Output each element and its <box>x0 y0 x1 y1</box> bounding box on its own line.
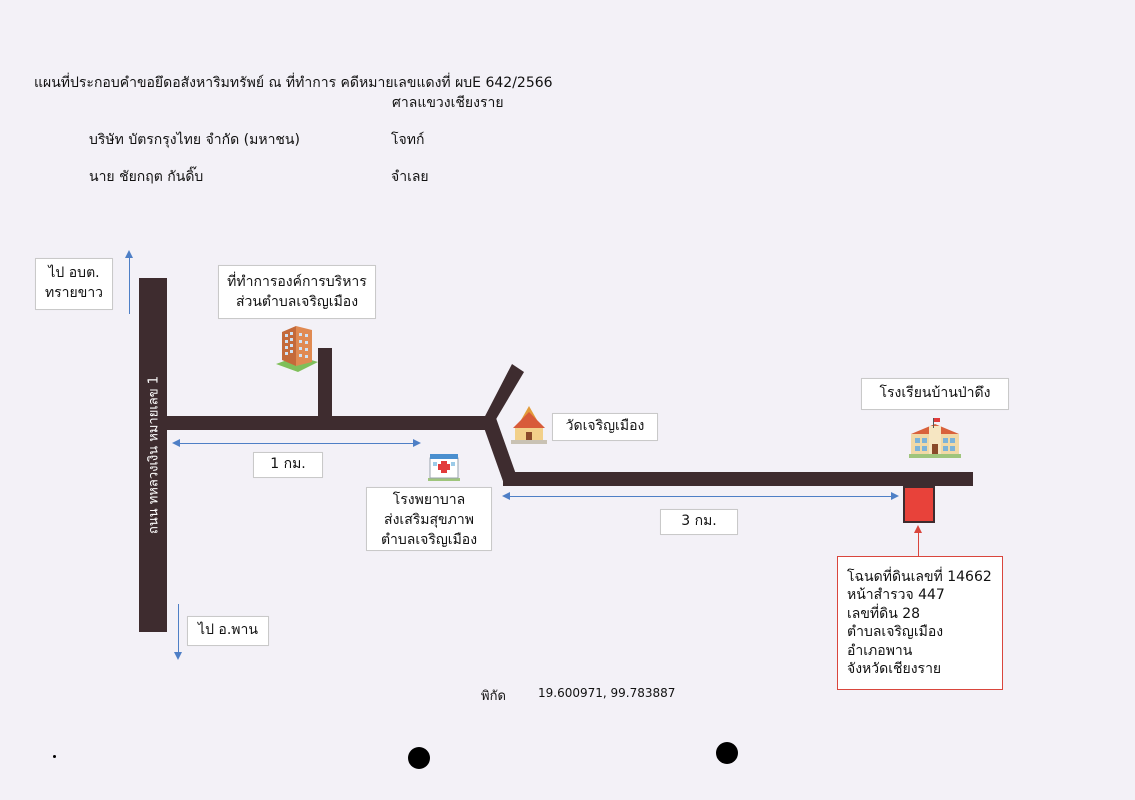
road-name-label: ถนน ทหลวงเงิน หมายเลข 1 <box>142 375 164 535</box>
office-building-icon <box>276 326 318 372</box>
defendant-role: จำเลย <box>391 169 429 185</box>
property-pointer-head <box>914 525 922 533</box>
property-pointer-line <box>918 532 919 556</box>
road-to-junction <box>167 416 480 430</box>
property-marker <box>903 486 935 523</box>
punch-hole-right <box>716 742 738 764</box>
coordinate-label: พิกัด <box>481 689 506 704</box>
road-fork <box>468 364 524 484</box>
temple-label: วัดเจริญเมือง <box>552 413 658 441</box>
defendant-name: นาย ชัยกฤต กันดิ๊บ <box>89 169 204 185</box>
distance-1-right-head <box>413 439 421 447</box>
coordinate-value: 19.600971, 99.783887 <box>538 686 676 700</box>
south-arrowhead <box>174 652 182 660</box>
scan-speck <box>53 755 56 758</box>
court-name: ศาลแขวงเชียงราย <box>392 95 504 111</box>
sao-office-label: ที่ทำการองค์การบริหาร ส่วนตำบลเจริญเมือง <box>218 265 376 319</box>
distance-1-label: 1 กม. <box>253 452 323 478</box>
property-info-box: โฉนดที่ดินเลขที่ 14662 หน้าสำรวจ 447 เลข… <box>837 556 1003 690</box>
south-destination-label: ไป อ.พาน <box>187 616 269 646</box>
school-icon <box>909 418 961 458</box>
school-label: โรงเรียนบ้านป่าดึง <box>861 378 1009 410</box>
punch-hole-left <box>408 747 430 769</box>
distance-2-left-head <box>502 492 510 500</box>
distance-2-line <box>508 496 892 497</box>
south-arrow-line <box>178 604 179 654</box>
plaintiff-role: โจทก์ <box>391 132 425 148</box>
north-arrowhead <box>125 250 133 258</box>
north-destination-label: ไป อบต. ทรายขาว <box>35 258 113 310</box>
plaintiff-name: บริษัท บัตรกรุงไทย จำกัด (มหาชน) <box>89 132 300 148</box>
distance-1-line <box>178 443 414 444</box>
hospital-icon <box>428 454 460 481</box>
distance-2-right-head <box>891 492 899 500</box>
hospital-label: โรงพยาบาล ส่งเสริมสุขภาพ ตำบลเจริญเมือง <box>366 487 492 551</box>
road-to-sao-office <box>318 348 332 422</box>
distance-1-left-head <box>172 439 180 447</box>
road-to-school <box>503 472 973 486</box>
map-title: แผนที่ประกอบคำขอยึดอสังหาริมทรัพย์ ณ ที่… <box>34 75 553 91</box>
distance-2-label: 3 กม. <box>660 509 738 535</box>
temple-icon <box>511 406 547 444</box>
north-arrow-line <box>129 256 130 314</box>
